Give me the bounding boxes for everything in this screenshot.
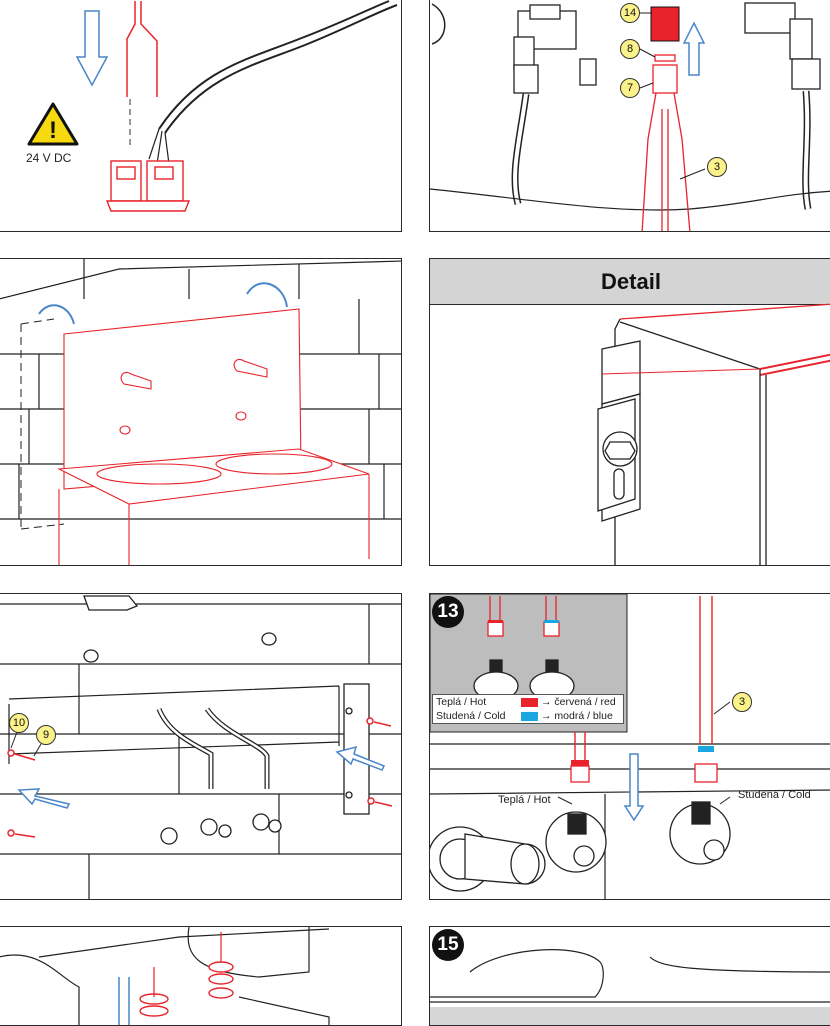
step-number-15: 15 [432, 929, 464, 961]
panel-step-13: 13 Teplá / Hot → červená / red Studená /… [429, 593, 830, 900]
step-15-illustration [430, 949, 830, 1025]
svg-text:!: ! [49, 117, 57, 144]
panel-detail: Detail [429, 258, 830, 566]
legend-hot-color: → červená / red [541, 696, 616, 708]
panel-wiring: ! 24 V DC [0, 0, 402, 232]
callout-part-8: 8 [620, 39, 640, 59]
panel-drain-assembly [0, 926, 402, 1026]
legend-blue-swatch [521, 712, 538, 721]
drain-assembly-illustration [0, 927, 330, 1025]
color-legend: Teplá / Hot → červená / red Studená / Co… [432, 694, 624, 724]
valve-assembly-illustration [430, 2, 830, 231]
sink-mounting-illustration [0, 259, 401, 565]
callout-part-3: 3 [732, 692, 752, 712]
cold-valve-label: Studená / Cold [738, 789, 811, 801]
step-number-13: 13 [432, 596, 464, 628]
frame-mounting-illustration [0, 595, 401, 899]
panel-sink-mounting [0, 258, 402, 566]
callout-part-3: 3 [707, 157, 727, 177]
panel-frame-mounting: 10 9 [0, 593, 402, 900]
hose-connection-illustration [430, 594, 830, 899]
callout-part-7: 7 [620, 78, 640, 98]
hot-valve-label: Teplá / Hot [498, 794, 551, 806]
detail-illustration [597, 303, 830, 565]
legend-hot-label: Teplá / Hot [436, 696, 487, 708]
callout-part-9: 9 [36, 725, 56, 745]
legend-cold-color: → modrá / blue [541, 710, 613, 722]
panel-valve-assembly: 14 8 7 3 [429, 0, 830, 232]
legend-cold-label: Studená / Cold [436, 710, 506, 722]
callout-part-14: 14 [620, 3, 640, 23]
panel-step-15: 15 [429, 926, 830, 1026]
wiring-illustration: ! [27, 0, 398, 212]
callout-part-10: 10 [9, 713, 29, 733]
detail-title: Detail [430, 259, 830, 305]
legend-red-swatch [521, 698, 538, 707]
voltage-label: 24 V DC [26, 151, 72, 165]
